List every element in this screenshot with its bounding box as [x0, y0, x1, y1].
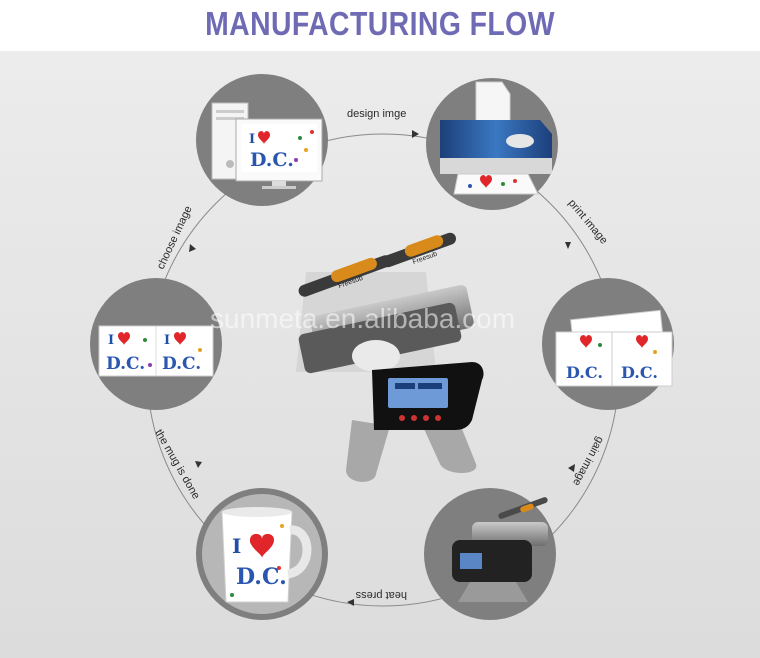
arrow-gain-to-press-icon	[568, 464, 575, 472]
svg-text:I: I	[232, 534, 241, 558]
artwork-i: I	[249, 132, 255, 147]
svg-text:D.C.: D.C.	[621, 363, 658, 382]
step-label-design: design imge	[347, 108, 406, 120]
svg-text:D.C.: D.C.	[106, 354, 145, 374]
station-finished-mug: I D.C.	[196, 488, 328, 620]
mug-icon: I D.C.	[221, 507, 312, 603]
svg-text:D.C.: D.C.	[162, 354, 201, 374]
station-computer: I D.C.	[196, 74, 328, 206]
watermark-text: sunmeta.en.alibaba.com	[210, 303, 515, 334]
mug-press-icon	[452, 497, 548, 602]
arrow-print-to-gain-icon	[565, 242, 571, 249]
arrow-press-to-mug-icon	[347, 599, 354, 606]
computer-monitor-icon: I D.C.	[211, 102, 323, 189]
station-printed-image: I I D.C. D.C.	[90, 278, 222, 410]
page-title: MANUFACTURING FLOW	[205, 5, 555, 42]
station-heat-press	[424, 488, 556, 620]
central-heat-press-machine: Freesub Freesub	[296, 232, 484, 482]
station-printer	[426, 78, 558, 210]
step-label-heat-press: heat press	[355, 589, 407, 601]
flow-arrows	[189, 130, 575, 606]
artwork-dc: D.C.	[250, 149, 294, 171]
arrow-design-to-print-icon	[412, 130, 419, 138]
svg-text:I: I	[164, 333, 170, 348]
transfer-paper-icon: I I D.C. D.C.	[98, 325, 214, 377]
station-transfer-papers: D.C. D.C.	[542, 278, 674, 410]
svg-text:D.C.: D.C.	[566, 363, 603, 382]
step-label-print: print image	[566, 197, 610, 246]
printer-icon	[440, 81, 552, 195]
step-label-choose: choose image	[155, 204, 195, 271]
transfer-paper-icon: D.C. D.C.	[555, 309, 673, 387]
svg-text:I: I	[108, 333, 114, 348]
arrow-choose-to-design-icon	[189, 244, 196, 252]
arrow-mug-to-choose-icon	[195, 461, 202, 468]
step-label-mug-done: the mug is done	[152, 428, 202, 502]
